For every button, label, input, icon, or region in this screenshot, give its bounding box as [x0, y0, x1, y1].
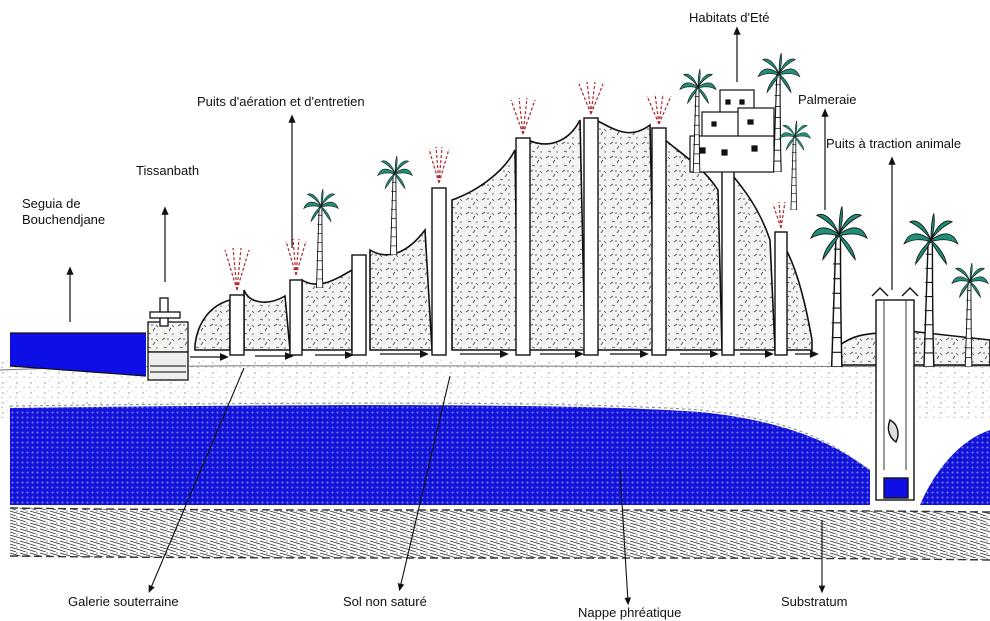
palm-tree-icon [779, 121, 810, 210]
animal-traction-well [872, 288, 918, 500]
label-sol: Sol non saturé [343, 594, 427, 610]
substratum-layer [10, 508, 990, 560]
label-galerie: Galerie souterraine [68, 594, 179, 610]
label-puits-aeration: Puits d'aération et d'entretien [197, 94, 365, 110]
label-puits-traction: Puits à traction animale [826, 136, 961, 152]
label-tissanbath: Tissanbath [136, 163, 199, 179]
palm-tree-icon [378, 156, 413, 255]
summer-dwellings [690, 90, 774, 172]
label-habitats: Habitats d'Eté [689, 10, 770, 26]
label-seguia: Seguia de Bouchendjane [22, 196, 132, 228]
label-palmeraie: Palmeraie [798, 92, 857, 108]
gallery-flow-arrows [190, 354, 815, 357]
tissanbath-structure [148, 298, 188, 380]
water-table-layer [10, 405, 990, 505]
label-substratum: Substratum [781, 594, 847, 610]
label-nappe: Nappe phréatique [578, 605, 681, 621]
palm-tree-icon [304, 189, 339, 288]
